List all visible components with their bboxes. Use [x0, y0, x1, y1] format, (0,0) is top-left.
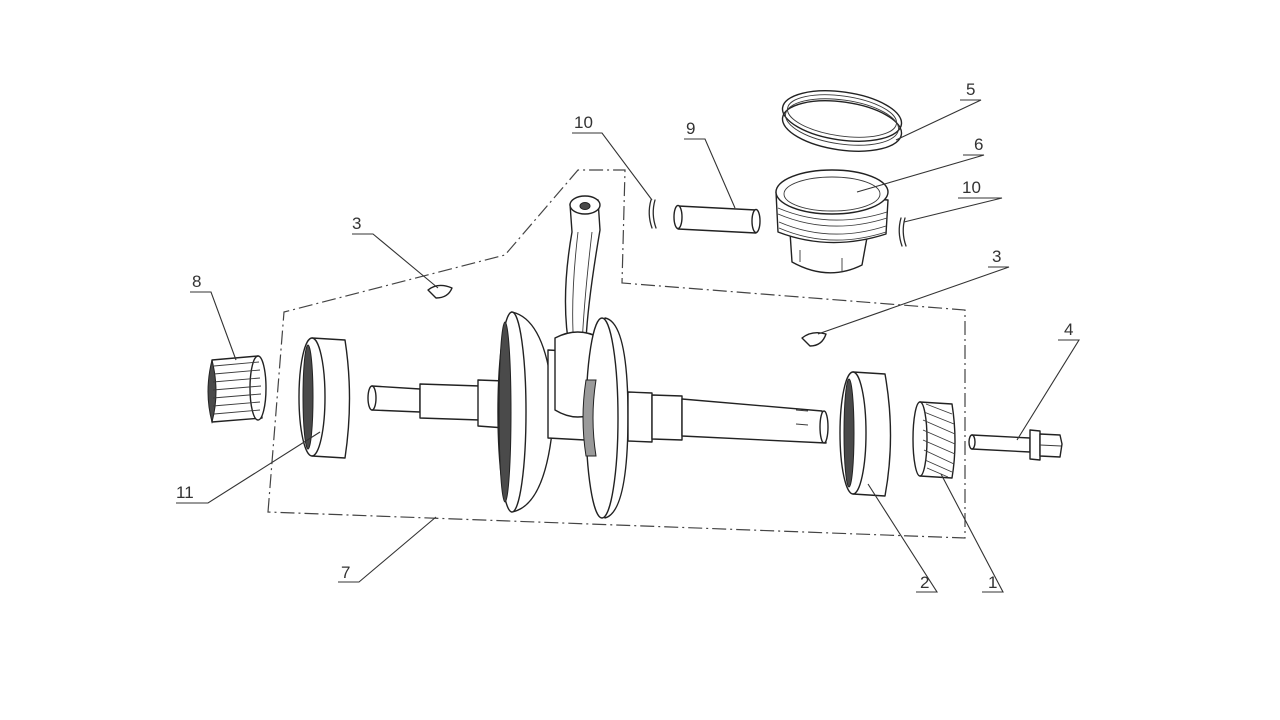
- callout-5: 5: [966, 80, 975, 99]
- piston-ring-part: [781, 90, 903, 152]
- circlip-right-part: [898, 217, 907, 247]
- callout-2: 2: [920, 573, 929, 592]
- flange-bolt-part: [968, 429, 1063, 461]
- main-bearing-left-part: [298, 337, 351, 459]
- crankshaft-part: [367, 195, 829, 519]
- circlip-left-part: [648, 199, 657, 229]
- callout-3-left: 3: [352, 214, 361, 233]
- callout-7: 7: [341, 563, 350, 582]
- callout-10-right: 10: [962, 178, 981, 197]
- callout-1: 1: [988, 573, 997, 592]
- leader-lines: [176, 99, 1080, 593]
- callout-3-right: 3: [992, 247, 1001, 266]
- callout-9: 9: [686, 119, 695, 138]
- callout-10-left: 10: [574, 113, 593, 132]
- piston-part: [775, 169, 889, 274]
- callout-6: 6: [974, 135, 983, 154]
- piston-pin-part: [673, 204, 761, 234]
- callout-8: 8: [192, 272, 201, 291]
- callout-11: 11: [176, 483, 194, 502]
- assembly-boundary: [267, 169, 966, 539]
- callout-4: 4: [1064, 320, 1073, 339]
- drive-gear-left-part: [207, 355, 267, 424]
- main-bearing-right-part: [839, 371, 892, 497]
- timing-gear-part: [912, 401, 956, 479]
- woodruff-key-right-part: [801, 331, 827, 347]
- woodruff-key-left-part: [427, 284, 453, 299]
